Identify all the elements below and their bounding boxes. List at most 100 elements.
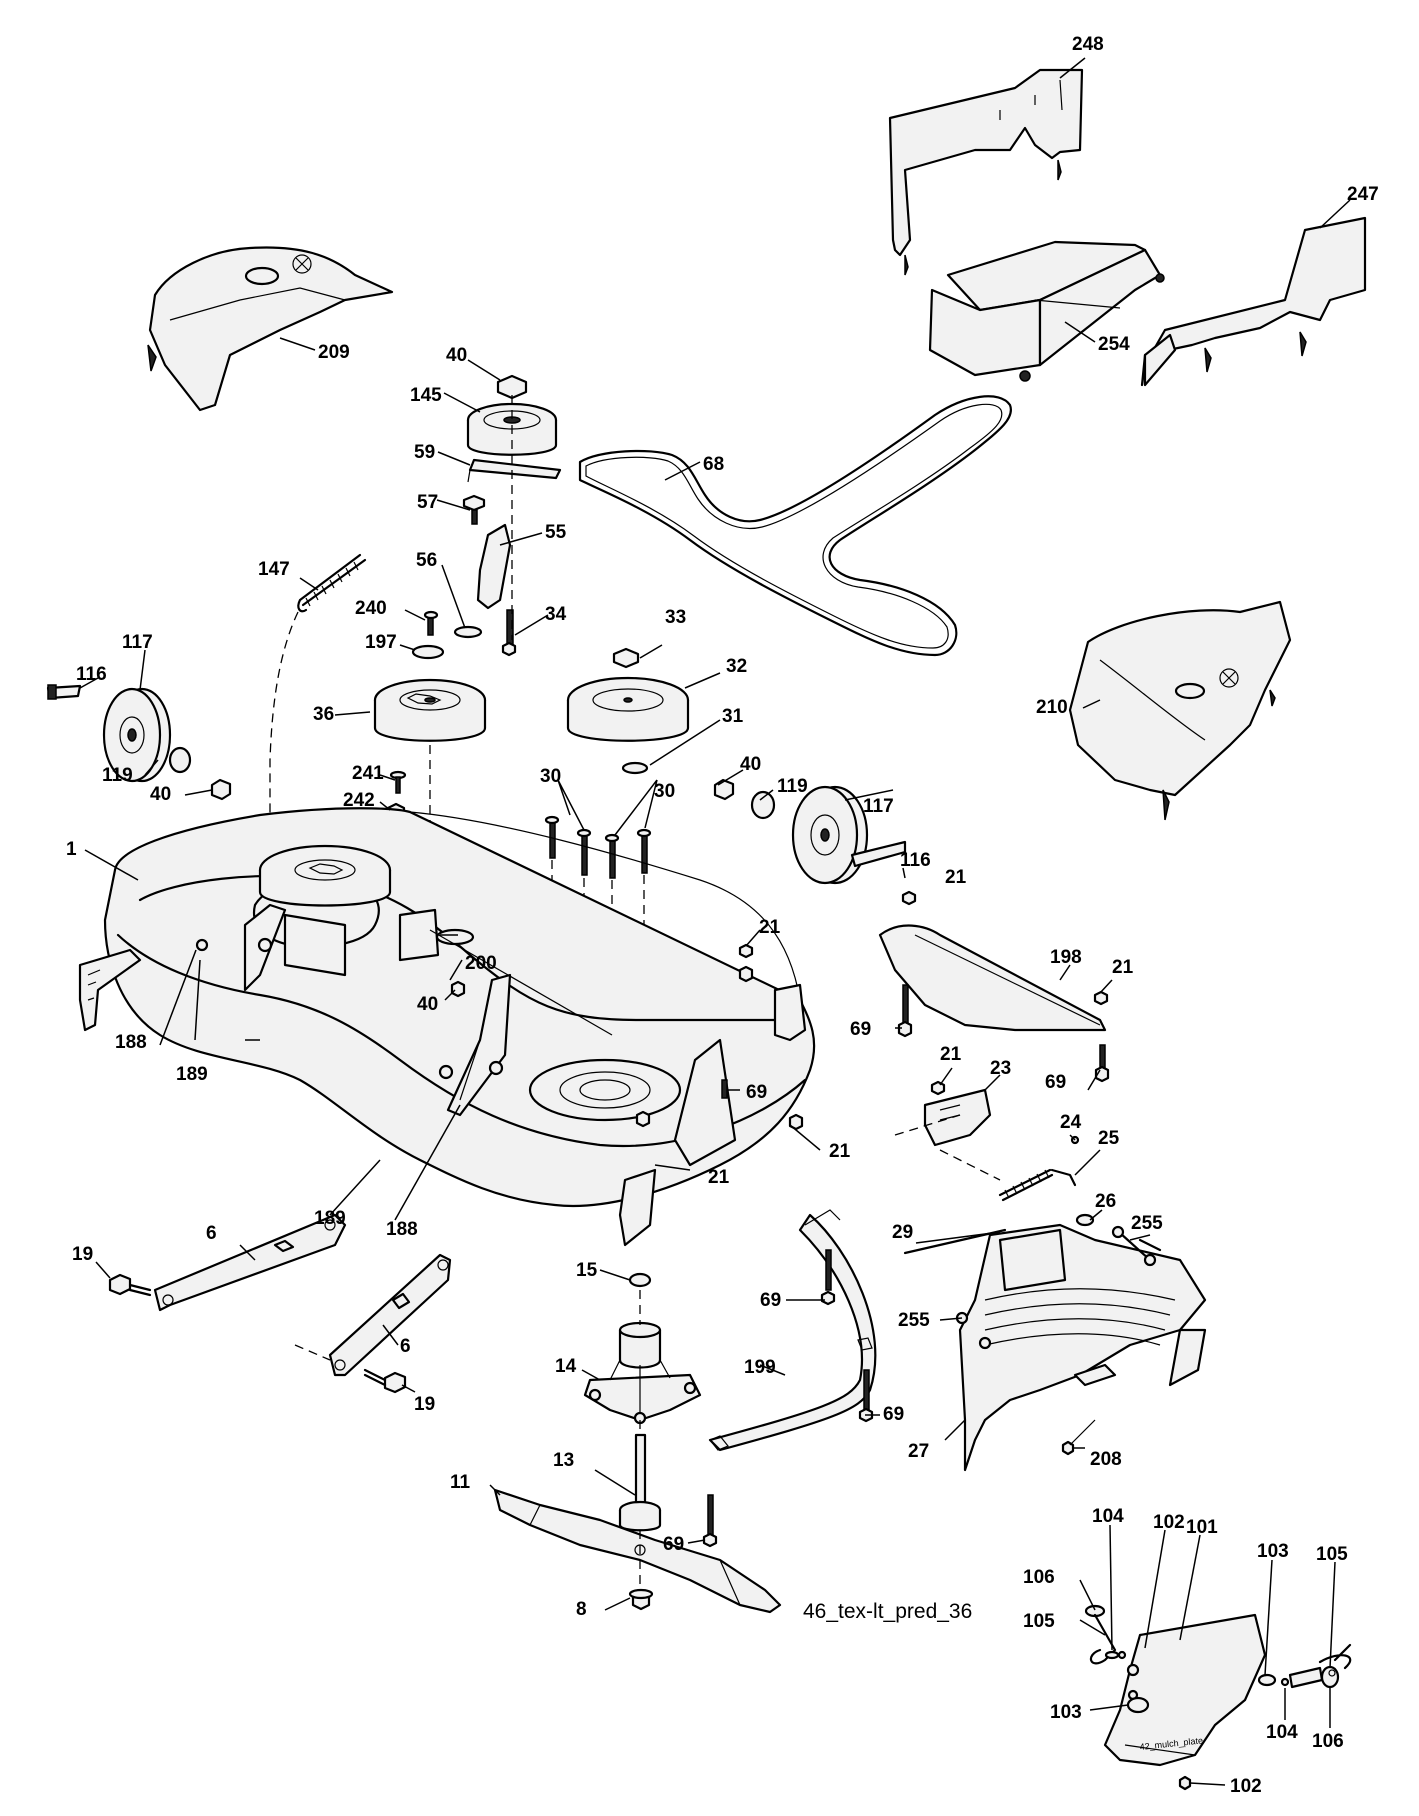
label-210: 210 xyxy=(1036,697,1068,718)
label-103-right: 103 xyxy=(1257,1541,1289,1562)
label-188-left: 188 xyxy=(115,1032,147,1053)
part-198-bracket xyxy=(738,890,1110,1083)
label-40-top: 40 xyxy=(446,345,467,366)
part-101-mulch-plate: 42_mulch_plate xyxy=(1084,1604,1352,1791)
label-25: 25 xyxy=(1098,1128,1120,1149)
label-40-center: 40 xyxy=(417,994,438,1015)
part-36-pulley xyxy=(373,610,487,1030)
label-116-right: 116 xyxy=(900,850,931,871)
label-199: 199 xyxy=(744,1357,776,1378)
part-254-shield xyxy=(928,240,1165,382)
label-21-bracket: 21 xyxy=(940,1044,962,1065)
label-8: 8 xyxy=(576,1599,587,1620)
label-106-left: 106 xyxy=(1023,1567,1055,1588)
label-248: 248 xyxy=(1072,34,1104,55)
label-19-lower: 19 xyxy=(414,1394,435,1415)
part-14-spindle xyxy=(583,1272,702,1532)
label-69-b: 69 xyxy=(1045,1072,1066,1093)
leader-lines xyxy=(79,57,1351,1786)
label-255-left: 255 xyxy=(898,1310,930,1331)
label-197: 197 xyxy=(365,632,397,653)
label-106-right: 106 xyxy=(1312,1731,1344,1752)
label-247: 247 xyxy=(1347,184,1379,205)
label-40-right: 40 xyxy=(740,754,761,775)
label-30-a: 30 xyxy=(540,766,561,787)
part-147-spring xyxy=(269,553,367,840)
label-56: 56 xyxy=(416,550,437,571)
label-36: 36 xyxy=(313,704,334,725)
label-29: 29 xyxy=(892,1222,913,1243)
label-117-left: 117 xyxy=(122,632,153,653)
part-left-wheel xyxy=(46,684,232,801)
label-104-bottom: 104 xyxy=(1266,1722,1298,1743)
part-32-pulley xyxy=(566,647,690,775)
label-14: 14 xyxy=(555,1356,577,1377)
label-119-left: 119 xyxy=(102,765,133,786)
label-6-lower: 6 xyxy=(400,1336,411,1357)
label-255-right: 255 xyxy=(1131,1213,1163,1234)
label-147: 147 xyxy=(258,559,290,580)
label-13: 13 xyxy=(553,1450,574,1471)
label-6-upper: 6 xyxy=(206,1223,217,1244)
label-101: 101 xyxy=(1186,1517,1218,1538)
part-6-bracket-upper xyxy=(108,1213,347,1312)
label-69-d: 69 xyxy=(760,1290,781,1311)
label-254: 254 xyxy=(1098,334,1130,355)
part-27-chute xyxy=(903,1223,1207,1472)
label-209: 209 xyxy=(318,342,350,363)
label-69-e: 69 xyxy=(883,1404,904,1425)
label-242: 242 xyxy=(343,790,375,811)
label-116-left: 116 xyxy=(76,664,107,685)
label-1: 1 xyxy=(66,839,77,860)
part-210-cover xyxy=(1068,600,1292,821)
label-105-right: 105 xyxy=(1316,1544,1348,1565)
label-119-right: 119 xyxy=(777,776,808,797)
label-241: 241 xyxy=(352,763,384,784)
part-247-shield xyxy=(1140,216,1367,387)
diagram-caption: 46_tex-lt_pred_36 xyxy=(803,1600,972,1623)
label-24: 24 xyxy=(1060,1112,1082,1133)
part-248-shield xyxy=(888,68,1084,276)
label-188-center: 188 xyxy=(386,1219,418,1240)
label-69-c: 69 xyxy=(746,1082,767,1103)
label-189-center: 189 xyxy=(314,1208,346,1229)
part-209-cover xyxy=(147,246,394,412)
label-240: 240 xyxy=(355,598,387,619)
label-19-left: 19 xyxy=(72,1244,93,1265)
part-6-bracket-lower xyxy=(294,1253,452,1394)
part-199-baffle xyxy=(702,1209,877,1548)
label-21-lower: 21 xyxy=(708,1167,730,1188)
label-69-f: 69 xyxy=(663,1534,684,1555)
label-27: 27 xyxy=(908,1441,929,1462)
label-68: 68 xyxy=(703,454,724,475)
label-105-left: 105 xyxy=(1023,1611,1055,1632)
label-31: 31 xyxy=(722,706,744,727)
part-right-wheel xyxy=(713,778,907,885)
label-15: 15 xyxy=(576,1260,598,1281)
label-21-lower-right: 21 xyxy=(829,1141,851,1162)
label-198: 198 xyxy=(1050,947,1082,968)
label-69-a: 69 xyxy=(850,1019,871,1040)
label-102-bottom: 102 xyxy=(1230,1776,1262,1797)
label-117-right: 117 xyxy=(863,796,894,817)
label-33: 33 xyxy=(665,607,686,628)
label-34: 34 xyxy=(545,604,567,625)
label-23: 23 xyxy=(990,1058,1011,1079)
label-40-left: 40 xyxy=(150,784,171,805)
part-23-bracket xyxy=(894,1080,1095,1227)
part-labels: 248 247 254 209 210 40 145 59 68 57 55 1… xyxy=(66,34,1379,1797)
label-21-top: 21 xyxy=(945,867,967,888)
label-57: 57 xyxy=(417,492,438,513)
label-21-center: 21 xyxy=(759,917,781,938)
label-208: 208 xyxy=(1090,1449,1122,1470)
part-11-blade xyxy=(493,1488,782,1614)
part-1-deck xyxy=(78,807,816,1247)
label-11: 11 xyxy=(450,1472,471,1493)
label-55: 55 xyxy=(545,522,567,543)
label-189-left: 189 xyxy=(176,1064,208,1085)
label-26: 26 xyxy=(1095,1191,1116,1212)
label-21-right: 21 xyxy=(1112,957,1134,978)
label-102-top: 102 xyxy=(1153,1512,1185,1533)
label-32: 32 xyxy=(726,656,747,677)
